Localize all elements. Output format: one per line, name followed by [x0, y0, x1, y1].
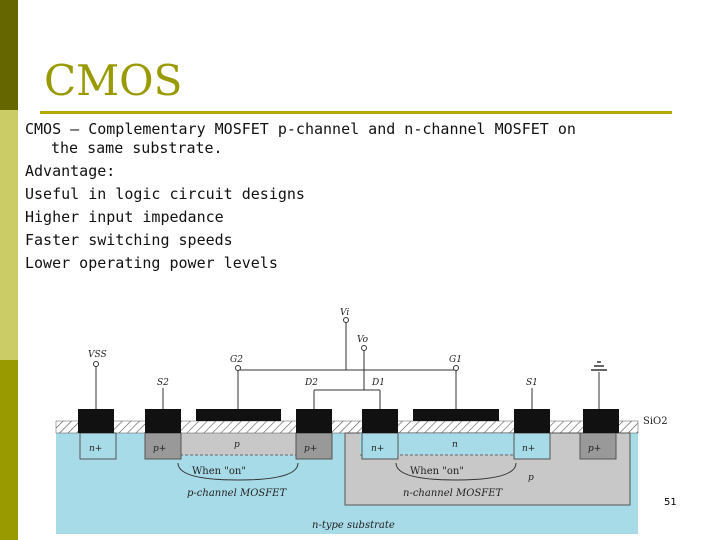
bullet-4: Lower operating power levels — [25, 254, 278, 272]
n-plus-2 — [513, 432, 551, 460]
pch-label: p-channel MOSFET — [187, 488, 287, 499]
d2-label: D2 — [304, 378, 318, 388]
when-on-right: When "on" — [410, 466, 464, 477]
side-bar-top — [0, 0, 18, 110]
bullet-2: Higher input impedance — [25, 208, 224, 226]
s2-label: S2 — [157, 378, 169, 388]
vss-label: VSS — [88, 350, 107, 360]
bullet-3: Faster switching speeds — [25, 231, 233, 249]
nplus-1-label: n+ — [371, 444, 384, 454]
pplus-right-label: p+ — [588, 444, 601, 454]
substrate-label: n-type substrate — [312, 520, 395, 531]
nplus-2-label: n+ — [522, 444, 535, 454]
vi-label: Vi — [340, 308, 349, 318]
n-channel-region — [360, 433, 550, 455]
nplus-left-label: n+ — [89, 444, 102, 454]
sio2-label: SiO2 — [643, 416, 668, 427]
n-plus-1 — [361, 432, 399, 460]
vo-label: Vo — [357, 335, 369, 345]
title-underline — [40, 111, 672, 114]
sio2-layer — [55, 420, 639, 434]
bullet-1: Useful in logic circuit designs — [25, 185, 305, 203]
p-region-label: p — [234, 440, 240, 450]
p-plus-1 — [144, 432, 182, 460]
slide-body: CMOS – Complementary MOSFET p-channel an… — [25, 118, 675, 275]
p-well-label: p — [528, 473, 534, 483]
pplus-2-label: p+ — [304, 444, 317, 454]
d1-label: D1 — [371, 378, 385, 388]
s1-label: S1 — [526, 378, 538, 388]
side-bar-dark — [0, 360, 18, 540]
advantage-heading: Advantage: — [25, 162, 116, 180]
n-plus-left — [79, 432, 117, 460]
nch-label: n-channel MOSFET — [403, 488, 504, 499]
g1-label: G1 — [449, 355, 462, 365]
definition-line: CMOS – Complementary MOSFET p-channel an… — [25, 120, 576, 138]
p-channel-region — [145, 433, 330, 455]
g2-label: G2 — [230, 355, 243, 365]
n-region-label: n — [452, 440, 458, 450]
slide-number: 51 — [664, 497, 677, 508]
definition-line-cont: the same substrate. — [51, 139, 223, 157]
when-on-left: When "on" — [192, 466, 246, 477]
slide-title: CMOS — [44, 56, 183, 105]
pplus-1-label: p+ — [153, 444, 166, 454]
